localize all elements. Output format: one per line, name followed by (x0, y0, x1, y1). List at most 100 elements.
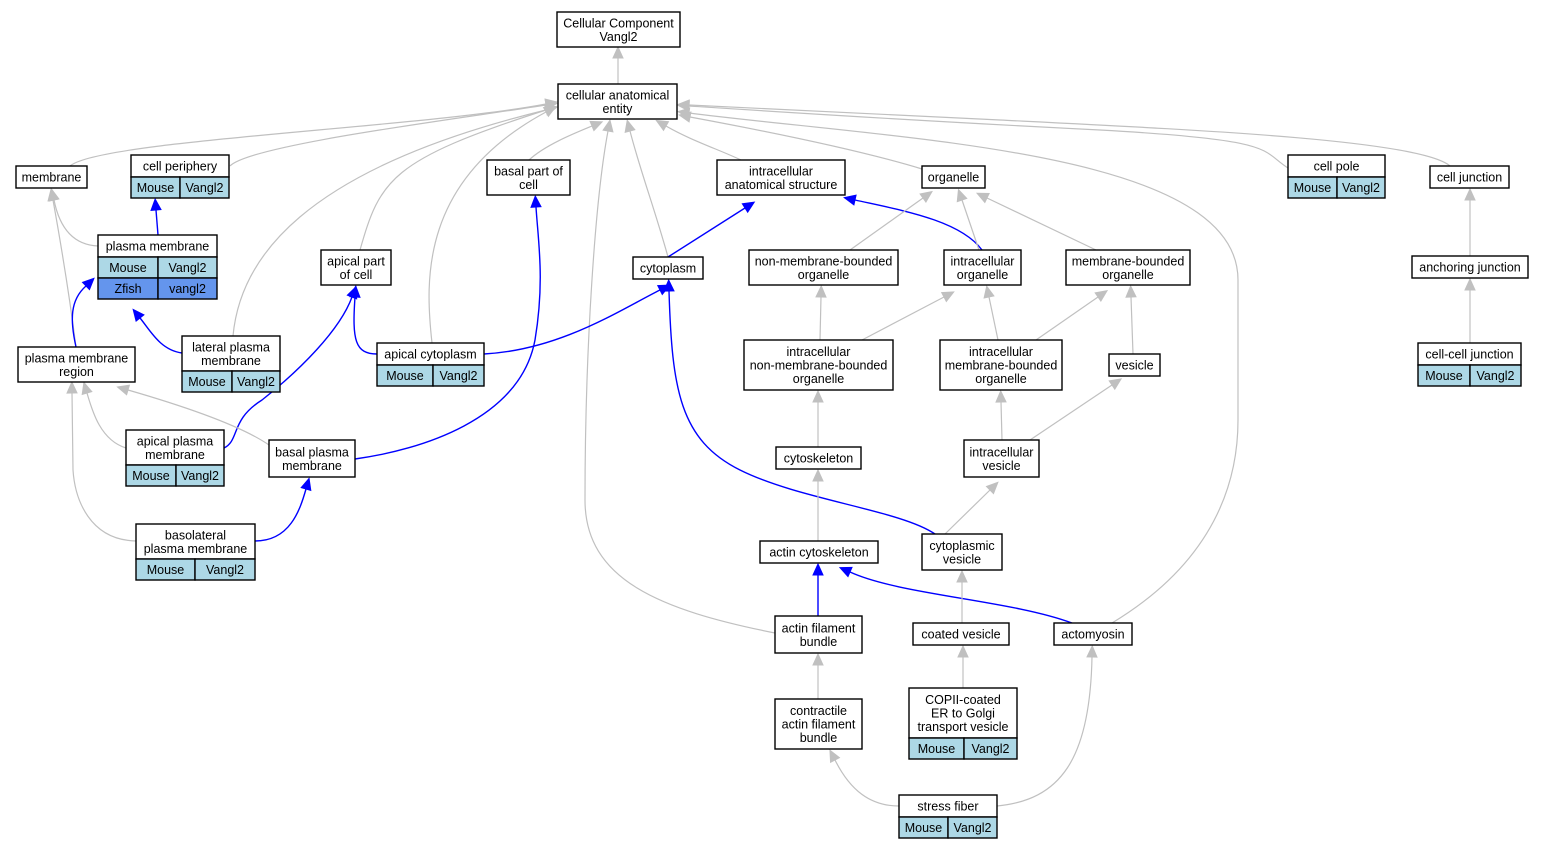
edge-cytoplasm-to-cae (624, 119, 669, 258)
node-cytoplasm[interactable]: cytoplasm (632, 256, 704, 280)
node-box (759, 540, 879, 564)
edge-arrowhead (812, 468, 824, 482)
node-label-line: cellular anatomical (566, 88, 670, 102)
node-label-line: coated vesicle (921, 628, 1000, 642)
edge-basalpm-to-pmregion (116, 384, 270, 446)
gene-label: Vangl2 (186, 181, 224, 195)
node-box (1065, 249, 1191, 286)
node-label-line: cell periphery (143, 160, 218, 174)
node-label-line: cytoplasmic (929, 539, 994, 553)
node-membrane[interactable]: membrane (15, 165, 88, 189)
node-cytoskeleton[interactable]: cytoskeleton (775, 446, 862, 470)
edge-line (688, 105, 1289, 169)
edge-stressfiber-to-cafbundle (829, 749, 900, 807)
edge-stressfiber-to-actomyosin (996, 644, 1098, 807)
node-coatedves[interactable]: coated vesicle (912, 622, 1010, 646)
node-box (743, 339, 894, 391)
species-label: Mouse (147, 563, 185, 577)
edge-arrowhead (843, 194, 857, 206)
edge-line (52, 199, 77, 348)
edge-line (86, 392, 127, 449)
edge-arrowhead (995, 389, 1007, 403)
gene-cell (1336, 176, 1386, 199)
node-label-line: contractile (790, 704, 847, 718)
edge-arrowhead (919, 190, 933, 203)
node-label-line: actin filament (782, 718, 856, 732)
node-label-line: vesicle (982, 459, 1020, 473)
species-label: Mouse (386, 369, 424, 383)
edge-line (1029, 384, 1113, 441)
edge-arrowhead (940, 291, 955, 303)
edge-line (861, 296, 945, 341)
edge-pmregion-to-plasmamem (71, 277, 95, 348)
node-box (943, 249, 1022, 286)
node-box (1429, 165, 1510, 189)
node-box (181, 335, 281, 372)
edge-arrowhead (66, 380, 78, 394)
species-label: Mouse (1294, 181, 1332, 195)
gene-cell (947, 816, 998, 839)
node-label-line: cell-cell junction (1425, 348, 1513, 362)
edge-arrowhead (150, 197, 162, 211)
node-actincyto[interactable]: actin cytoskeleton (759, 540, 879, 564)
edge-arrowhead (676, 99, 690, 111)
gene-cell (194, 558, 256, 581)
node-box (908, 687, 1018, 739)
node-label-line: anchoring junction (1419, 261, 1521, 275)
node-label-line: region (59, 365, 94, 379)
node-label-line: vesicle (1115, 359, 1153, 373)
edge-apicalcyto-to-cytoplasm (483, 284, 671, 355)
gene-cell (231, 370, 281, 393)
node-inmbo[interactable]: intracellularnon-membrane-boundedorganel… (743, 339, 894, 391)
node-anchoring[interactable]: anchoring junction (1411, 255, 1529, 279)
edge-intorg-to-ias (843, 194, 983, 251)
node-box (632, 256, 704, 280)
node-actomyosin[interactable]: actomyosin (1053, 622, 1133, 646)
species-label: Mouse (1425, 369, 1463, 383)
edge-arrowhead (589, 120, 604, 132)
edge-line (688, 104, 1451, 167)
edge-arrowhead (676, 107, 691, 119)
node-box (1411, 255, 1529, 279)
edge-line (71, 285, 87, 348)
node-box (17, 346, 136, 383)
node-organelle[interactable]: organelle (921, 165, 986, 189)
node-vesicle[interactable]: vesicle (1108, 353, 1161, 377)
edge-line (665, 125, 742, 161)
node-box (774, 698, 863, 750)
edge-line (629, 130, 669, 258)
edge-line (668, 290, 936, 535)
node-label-line: cell pole (1314, 160, 1360, 174)
species-label: Mouse (918, 742, 956, 756)
node-box (716, 159, 846, 196)
edge-inmbo-to-intorg (861, 291, 955, 341)
node-celljunction[interactable]: cell junction (1429, 165, 1510, 189)
